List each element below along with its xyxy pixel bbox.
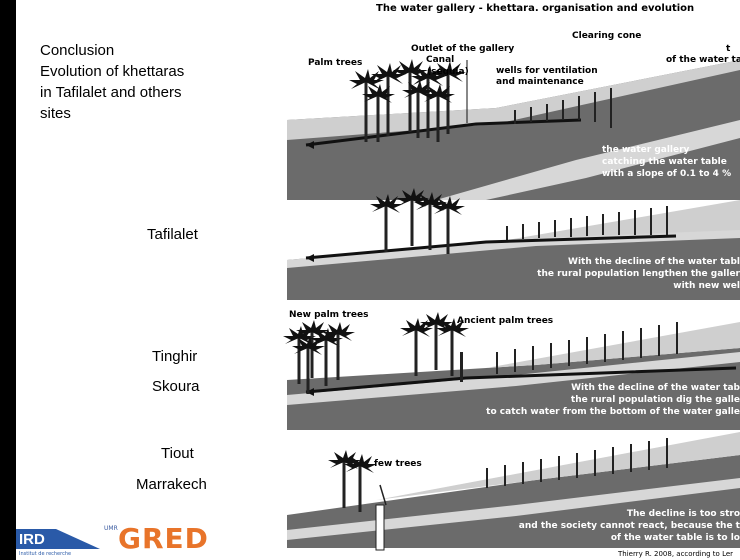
panel-4 <box>287 432 740 551</box>
panel-3-wells <box>496 322 678 374</box>
panel-3-new-palm-trees-label: New palm trees <box>289 310 369 320</box>
ird-logo-subtext: Institut de recherche <box>19 551 71 557</box>
ird-logo-text: IRD <box>19 531 45 548</box>
panel-4-water-band <box>287 478 740 540</box>
panel-1-gallery-label-1: the water gallery <box>602 145 690 155</box>
panel-2-water-band <box>287 230 740 268</box>
label-tafilalet: Tafilalet <box>147 226 198 243</box>
slide: Conclusion Evolution of khettaras in Taf… <box>16 0 740 560</box>
label-skoura: Skoura <box>152 378 200 395</box>
panel-1-water-band <box>436 120 740 200</box>
panel-4-wells <box>486 438 668 488</box>
panel-2-wells <box>506 206 668 240</box>
panel-1-palm-trees-label: Palm trees <box>308 58 363 68</box>
panel-3-arrow <box>306 388 314 396</box>
panel-4-caption-1: The decline is too stro <box>626 509 740 519</box>
gred-logo: GRED <box>118 522 209 555</box>
conclusion-line-2: in Tafilalet and others <box>40 84 182 101</box>
conclusion-line-3: sites <box>40 105 71 122</box>
khettara-diagram <box>283 59 740 551</box>
ird-logo: IRD Institut de recherche <box>16 529 100 557</box>
panel-4-well <box>375 504 385 551</box>
panel-2-caption-1: With the decline of the water tabl <box>568 257 740 267</box>
conclusion-title: Conclusion <box>40 42 115 59</box>
panel-2-caption-3: with new wel <box>673 281 740 291</box>
panel-4-pump <box>379 484 387 506</box>
panel-1-canal-label: Canal <box>426 55 455 65</box>
panel-4-palms <box>328 450 377 512</box>
panel-1-water-table-label-1: t <box>726 44 731 54</box>
panel-2-gallery <box>305 234 677 260</box>
panel-1-wells-label-2: and maintenance <box>496 77 584 87</box>
panel-2-caption-2: the rural population lengthen the galler <box>537 269 740 279</box>
panel-3-water-band <box>287 352 740 405</box>
panel-3 <box>283 312 740 430</box>
panel-4-few-trees-label: few trees <box>374 459 422 469</box>
panel-1-clearing-cone-label: Clearing cone <box>572 31 642 41</box>
panel-2-ground <box>287 230 740 300</box>
panel-1-outlet-label: Outlet of the gallery <box>411 44 515 54</box>
panel-4-caption-2: and the society cannot react, because th… <box>518 521 740 531</box>
panel-4-caption-3: of the water table is to lo <box>610 533 740 543</box>
panel-1-water-table-label-2: of the water ta <box>666 55 740 65</box>
panel-1-arrow <box>306 141 314 149</box>
panel-1-seguia-label: (seguia) <box>427 67 469 77</box>
panel-1-surface <box>287 60 740 140</box>
conclusion-line-1: Evolution of khettaras <box>40 63 185 80</box>
panel-3-caption-3: to catch water from the bottom of the wa… <box>486 407 740 417</box>
label-marrakech: Marrakech <box>136 476 207 493</box>
diagram-credit: Thierry R. 2008, according to Ler <box>618 550 734 558</box>
panel-1-wells <box>514 88 612 128</box>
panel-3-caption-1: With the decline of the water tab <box>571 383 740 393</box>
panel-3-shaft <box>460 352 463 382</box>
panel-1-gallery-label-2: catching the water table <box>602 157 727 167</box>
panel-2 <box>287 188 740 300</box>
panel-1 <box>287 59 740 200</box>
diagram-title: The water gallery - khettara. organisati… <box>376 3 695 14</box>
panel-1-gallery <box>305 118 582 147</box>
panel-3-ancient-palm-trees-label: Ancient palm trees <box>457 316 554 326</box>
label-tiout: Tiout <box>161 445 194 462</box>
panel-3-gallery <box>305 366 737 394</box>
umr-logo: UMR <box>104 525 118 532</box>
label-tinghir: Tinghir <box>152 348 198 365</box>
panel-2-arrow <box>306 254 314 262</box>
panel-3-caption-2: the rural population dig the galle <box>570 395 740 405</box>
panel-1-wells-label-1: wells for ventilation <box>496 66 598 76</box>
panel-1-gallery-label-3: with a slope of 0.1 to 4 % <box>602 169 732 179</box>
